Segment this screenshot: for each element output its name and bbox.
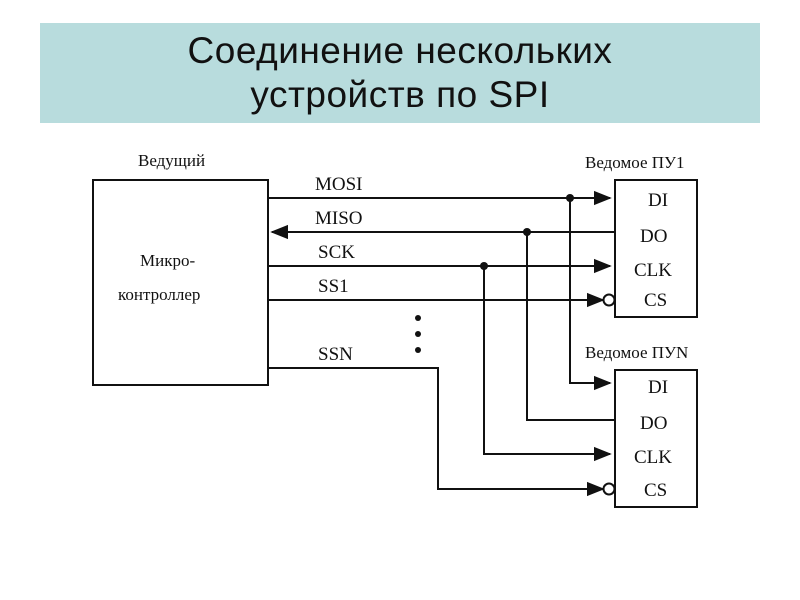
- signal-label-mosi: MOSI: [315, 174, 363, 195]
- slave-n-box: [614, 369, 698, 508]
- mosi-branch-wire: [569, 198, 612, 391]
- slave-n-caption: Ведомое ПУN: [585, 343, 688, 362]
- slave-1-pin-cs: CS: [644, 290, 667, 311]
- miso-branch-wire: [526, 232, 615, 421]
- signal-label-sck: SCK: [318, 242, 355, 263]
- ellipsis-dots: [415, 315, 421, 353]
- page-title-line-2: устройств по SPI: [250, 74, 550, 115]
- master-box: [92, 179, 269, 386]
- slave-1-pin-di: DI: [648, 190, 668, 211]
- page-title-line-1: Соединение нескольких: [187, 30, 613, 71]
- slave-1-pin-do: DO: [640, 226, 667, 247]
- slave-n-pin-di: DI: [648, 377, 668, 398]
- slave-1-pin-clk: CLK: [634, 260, 672, 281]
- slave-n-pin-cs: CS: [644, 480, 667, 501]
- signal-label-ssn: SSN: [318, 344, 353, 365]
- sck-branch-wire: [483, 266, 612, 462]
- master-label-line-1: Микро-: [140, 251, 195, 270]
- miso-junction-dot: [523, 228, 531, 236]
- mosi-junction-dot: [566, 194, 574, 202]
- signal-label-miso: MISO: [315, 208, 363, 229]
- slave-1-box: [614, 179, 698, 318]
- ssn-wire: [268, 367, 605, 497]
- slave-1-cs-bubble: [602, 293, 616, 307]
- signal-label-ss1: SS1: [318, 276, 349, 297]
- master-caption: Ведущий: [138, 151, 205, 170]
- slave-n-cs-bubble: [602, 482, 616, 496]
- slave-n-pin-clk: CLK: [634, 447, 672, 468]
- title-banner: Соединение нескольких устройств по SPI: [40, 23, 760, 123]
- sck-junction-dot: [480, 262, 488, 270]
- slave-1-caption: Ведомое ПУ1: [585, 153, 685, 172]
- slave-n-pin-do: DO: [640, 413, 667, 434]
- master-label-line-2: контроллер: [118, 285, 200, 304]
